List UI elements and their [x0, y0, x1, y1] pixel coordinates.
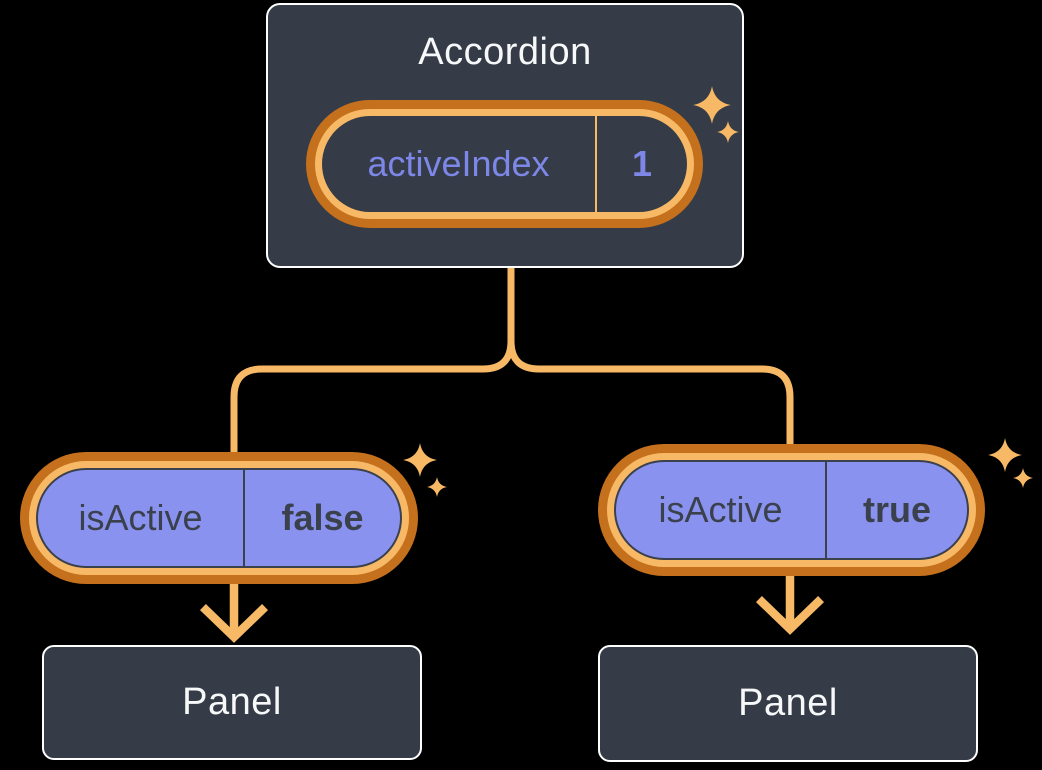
- prop-pill-isactive-right: isActive true: [598, 444, 985, 576]
- sparkle-icon: [693, 86, 731, 124]
- arrow-down-icon: [755, 571, 825, 635]
- pill-inner-ring: isActive false: [29, 461, 409, 575]
- accordion-title: Accordion: [418, 31, 592, 73]
- sparkle-icon: [427, 477, 447, 497]
- pill-divider: [243, 470, 245, 566]
- prop-pill-isactive-left: isActive false: [20, 452, 418, 584]
- pill-inner-ring: isActive true: [607, 453, 976, 567]
- state-value-label: 1: [631, 143, 653, 184]
- prop-value-label: false: [281, 497, 364, 538]
- fork-left-line: [230, 268, 515, 456]
- sparkle-icon: [988, 438, 1022, 472]
- sparkle-icon: [1013, 468, 1033, 488]
- panel-card-left: Panel: [42, 645, 422, 760]
- prop-value-label: true: [862, 489, 931, 530]
- pill-divider: [595, 116, 597, 212]
- state-name-label: activeIndex: [367, 143, 550, 184]
- state-pill-activeindex: activeIndex 1: [306, 100, 703, 228]
- panel-card-right: Panel: [598, 645, 978, 762]
- prop-name-label: isActive: [658, 489, 783, 530]
- pill-core: isActive true: [614, 460, 969, 560]
- arrow-down-icon: [199, 579, 269, 643]
- sparkle-icon: [403, 443, 437, 477]
- prop-name-label: isActive: [78, 497, 203, 538]
- fork-right-line: [507, 268, 794, 448]
- pill-core: isActive false: [36, 468, 402, 568]
- panel-title: Panel: [738, 682, 838, 724]
- sparkle-icon: [717, 121, 739, 143]
- pill-inner-ring: activeIndex 1: [315, 109, 694, 219]
- pill-divider: [825, 462, 827, 558]
- panel-title: Panel: [182, 681, 282, 723]
- pill-core: activeIndex 1: [322, 116, 687, 212]
